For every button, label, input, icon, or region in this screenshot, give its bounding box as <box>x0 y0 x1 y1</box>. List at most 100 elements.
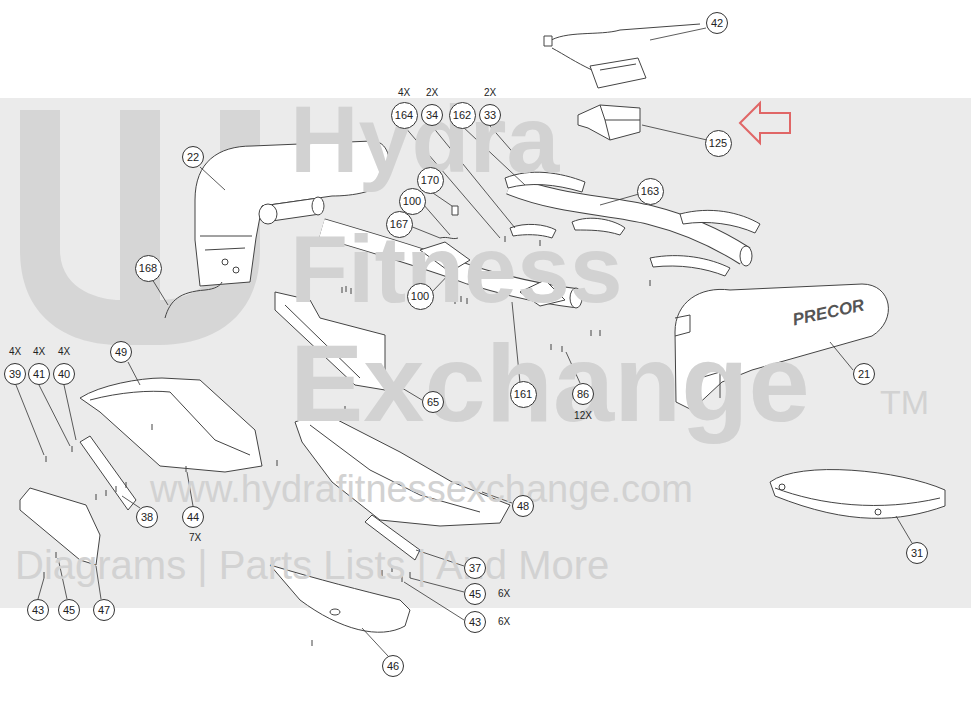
callout-number: 170 <box>421 175 439 186</box>
quantity-label: 6X <box>498 617 510 627</box>
parts <box>20 24 945 632</box>
callout-number: 45 <box>63 605 75 616</box>
drawing-stroke <box>222 259 228 265</box>
watermark-text: Diagrams | Parts Lists | And More <box>15 545 609 585</box>
callout-number: 22 <box>187 152 199 163</box>
callout-number: 37 <box>469 563 481 574</box>
quantity-label: 2X <box>426 88 438 98</box>
callout-number: 49 <box>115 347 127 358</box>
watermark-text: Exchange <box>290 328 810 438</box>
callout-circle: 164 <box>391 102 418 129</box>
callout-number: 65 <box>427 397 439 408</box>
callout-circle: 43 <box>464 611 486 633</box>
callout-circle: 41 <box>28 363 50 385</box>
callout-number: 43 <box>469 617 481 628</box>
drawing-stroke <box>650 256 730 276</box>
drawing-stroke <box>259 204 277 224</box>
callout-number: 100 <box>403 196 421 207</box>
callout-number: 21 <box>858 369 870 380</box>
callout-circle: 48 <box>512 495 534 517</box>
callout-circle: 125 <box>705 130 732 157</box>
callout-circle: 168 <box>135 255 162 282</box>
callout-number: 39 <box>9 369 21 380</box>
watermark-text: Fitness <box>290 222 623 317</box>
drawing-stroke <box>200 167 225 190</box>
callout-number: 164 <box>395 110 413 121</box>
callout-number: 33 <box>484 110 496 121</box>
drawing-stroke <box>740 246 752 266</box>
callout-circle: 40 <box>53 363 75 385</box>
callout-number: 40 <box>58 369 70 380</box>
drawing-stroke <box>600 105 640 140</box>
callout-number: 34 <box>426 110 438 121</box>
callout-circle: 39 <box>4 363 26 385</box>
callout-number: 41 <box>33 369 45 380</box>
callout-circle: 44 <box>182 506 204 528</box>
callout-circle: 34 <box>421 104 443 126</box>
callout-circle: 45 <box>464 583 486 605</box>
drawing-stroke <box>39 385 70 446</box>
callout-number: 48 <box>517 501 529 512</box>
drawing-stroke <box>330 609 340 615</box>
callout-number: 45 <box>469 589 481 600</box>
callout-circle: 86 <box>572 383 594 405</box>
callout-number: 163 <box>641 186 659 197</box>
callout-number: 43 <box>32 605 44 616</box>
drawing-stroke <box>600 194 639 205</box>
callout-number: 46 <box>387 661 399 672</box>
drawing-stroke <box>362 628 388 656</box>
drawing-stroke <box>16 385 44 455</box>
callout-circle: 21 <box>853 363 875 385</box>
drawing-stroke <box>779 484 785 490</box>
drawing-stroke <box>600 64 636 70</box>
drawing-stroke <box>404 582 464 620</box>
quantity-label: 4X <box>33 347 45 357</box>
callout-number: 86 <box>577 389 589 400</box>
callout-number: 38 <box>141 512 153 523</box>
drawing-stroke <box>548 24 700 42</box>
callout-number: 168 <box>139 263 157 274</box>
callout-circle: 162 <box>449 102 476 129</box>
quantity-label: 4X <box>9 347 21 357</box>
quantity-label: 7X <box>189 533 201 543</box>
quantity-label: 4X <box>58 347 70 357</box>
callout-number: 42 <box>711 18 723 29</box>
watermark-text: TM <box>880 385 929 419</box>
drawing-stroke <box>90 391 250 455</box>
callout-circle: 38 <box>136 506 158 528</box>
quantity-label: 4X <box>398 88 410 98</box>
drawing-stroke <box>122 496 140 508</box>
drawing-stroke <box>452 206 458 215</box>
drawing-stroke <box>80 378 262 472</box>
drawing-stroke <box>896 516 912 543</box>
drawing-stroke <box>165 282 222 318</box>
callout-circle: 163 <box>637 178 664 205</box>
quantity-label: 6X <box>498 589 510 599</box>
callout-circle: 170 <box>417 167 444 194</box>
callout-circle: 43 <box>27 599 49 621</box>
drawing-stroke <box>233 267 239 273</box>
drawing-stroke <box>552 48 592 70</box>
drawing-stroke <box>775 488 940 505</box>
drawing-stroke <box>680 210 760 233</box>
callout-number: 31 <box>911 548 923 559</box>
quantity-label: 2X <box>484 88 496 98</box>
callout-circle: 31 <box>906 542 928 564</box>
callout-number: 162 <box>453 110 471 121</box>
drawing-stroke <box>770 470 945 519</box>
callout-number: 44 <box>187 512 199 523</box>
drawing-stroke <box>830 342 853 370</box>
callout-number: 125 <box>709 138 727 149</box>
callout-circle: 47 <box>93 599 115 621</box>
callout-circle: 33 <box>479 104 501 126</box>
callout-circle: 161 <box>510 381 537 408</box>
drawing-stroke <box>312 197 324 215</box>
drawing-stroke <box>590 58 646 88</box>
watermark-text: www.hydrafitnessexchange.com <box>150 470 693 508</box>
callout-circle: 22 <box>182 146 204 168</box>
drawing-stroke <box>740 103 790 143</box>
quantity-label: 12X <box>574 411 592 421</box>
callout-circle: 37 <box>464 557 486 579</box>
callout-number: 100 <box>411 291 429 302</box>
